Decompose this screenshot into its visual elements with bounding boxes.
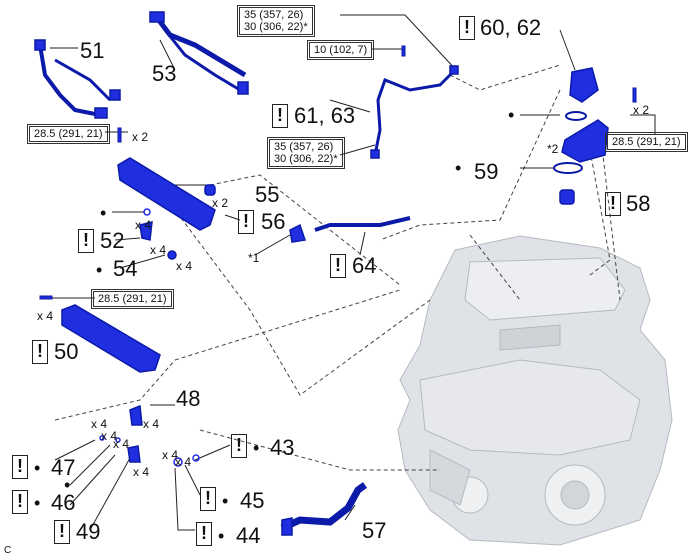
important-mark-49: !	[54, 520, 70, 544]
note-dot-47: •	[34, 458, 41, 478]
torque-box-rail-lower: 28.5 (291, 21)	[91, 289, 174, 309]
note-dot-45: •	[222, 491, 229, 511]
qty-48: x 4	[143, 417, 160, 431]
qty-bolt-rail-lower: x 4	[37, 309, 54, 323]
corner-code: C	[4, 545, 12, 556]
part-label-64: 64	[352, 253, 377, 278]
part-label-61-63: 61, 63	[294, 103, 356, 128]
torque-box-rail-upper: 28.5 (291, 21)	[27, 124, 110, 144]
important-mark-45: !	[200, 487, 216, 511]
important-mark-64: !	[330, 254, 346, 278]
qty-55: x 2	[212, 196, 229, 210]
note-dot-seal: •	[100, 203, 107, 223]
important-mark-60-62: !	[459, 16, 475, 40]
torque-box-pipe: 35 (357, 26)30 (306, 22)*	[267, 137, 345, 169]
important-mark-56: !	[238, 210, 254, 234]
qty-46: x 4	[101, 429, 118, 443]
dashed-leaders	[54, 64, 621, 471]
torque-value: 35 (357, 26)	[274, 141, 334, 153]
part-label-59: 59	[474, 159, 499, 184]
part-label-46: 46	[51, 490, 76, 515]
part-label-45: 45	[240, 488, 265, 513]
torque-value: 35 (357, 26)	[244, 9, 304, 21]
part-label-47: 47	[51, 455, 76, 480]
important-mark-47: !	[12, 455, 28, 479]
part-label-48: 48	[176, 386, 201, 411]
bolts	[39, 45, 637, 300]
qty-45: x 4	[175, 455, 192, 469]
torque-value-alt: 30 (306, 22)*	[244, 21, 308, 33]
part-label-53: 53	[152, 61, 177, 86]
part-label-56: 56	[261, 209, 286, 234]
part-label-52: 52	[100, 228, 125, 253]
note-dot-44: •	[218, 526, 225, 546]
note-dot-46: •	[34, 493, 41, 513]
note-star-1: *1	[248, 251, 260, 265]
important-mark-44: !	[196, 522, 212, 546]
qty-52: x 4	[135, 218, 152, 232]
note-dot-seal-2: •	[64, 475, 71, 495]
qty-46-b: x 4	[113, 437, 130, 451]
note-star-2: *2	[547, 142, 559, 156]
qty-47: x 4	[91, 417, 108, 431]
part-label-51: 51	[80, 38, 105, 63]
blue-parts	[34, 11, 609, 536]
torque-value: 28.5 (291, 21)	[98, 293, 167, 305]
part-label-43: 43	[270, 435, 295, 460]
important-mark-43: !	[231, 434, 247, 458]
qty-bolt-pump: x 2	[633, 103, 650, 117]
qty-44: x 4	[162, 448, 179, 462]
part-label-50: 50	[54, 339, 79, 364]
note-dot-o-ring: •	[508, 105, 515, 125]
qty-54-a: x 4	[150, 243, 167, 257]
note-dot-54: •	[96, 260, 103, 280]
torque-box-top-small: 10 (102, 7)	[307, 40, 375, 60]
important-mark-61-63: !	[272, 104, 288, 128]
qty-bolt-rail-upper: x 2	[132, 130, 149, 144]
important-mark-46: !	[12, 490, 28, 514]
qty-49: x 4	[133, 465, 150, 479]
note-dot-43: •	[253, 438, 260, 458]
part-label-54: 54	[113, 256, 138, 281]
part-label-55: 55	[255, 182, 280, 207]
part-label-49: 49	[76, 519, 101, 544]
torque-box-pump: 28.5 (291, 21)	[605, 132, 688, 152]
torque-value: 28.5 (291, 21)	[612, 136, 681, 148]
note-dot-59: •	[455, 158, 462, 178]
qty-54-b: x 4	[176, 259, 193, 273]
small-seals	[99, 208, 200, 467]
part-label-58: 58	[626, 191, 651, 216]
part-label-60-62: 60, 62	[480, 15, 542, 40]
torque-value: 10 (102, 7)	[314, 44, 368, 56]
important-mark-50: !	[32, 340, 48, 364]
engine-block	[397, 235, 673, 546]
important-mark-52: !	[78, 229, 94, 253]
torque-box-top: 35 (357, 26)30 (306, 22)*	[237, 5, 315, 37]
part-label-57: 57	[362, 518, 387, 543]
important-mark-58: !	[605, 192, 621, 216]
torque-value: 28.5 (291, 21)	[34, 128, 103, 140]
torque-value-alt: 30 (306, 22)*	[274, 153, 338, 165]
solid-leaders	[40, 14, 656, 531]
part-label-44: 44	[236, 523, 261, 548]
